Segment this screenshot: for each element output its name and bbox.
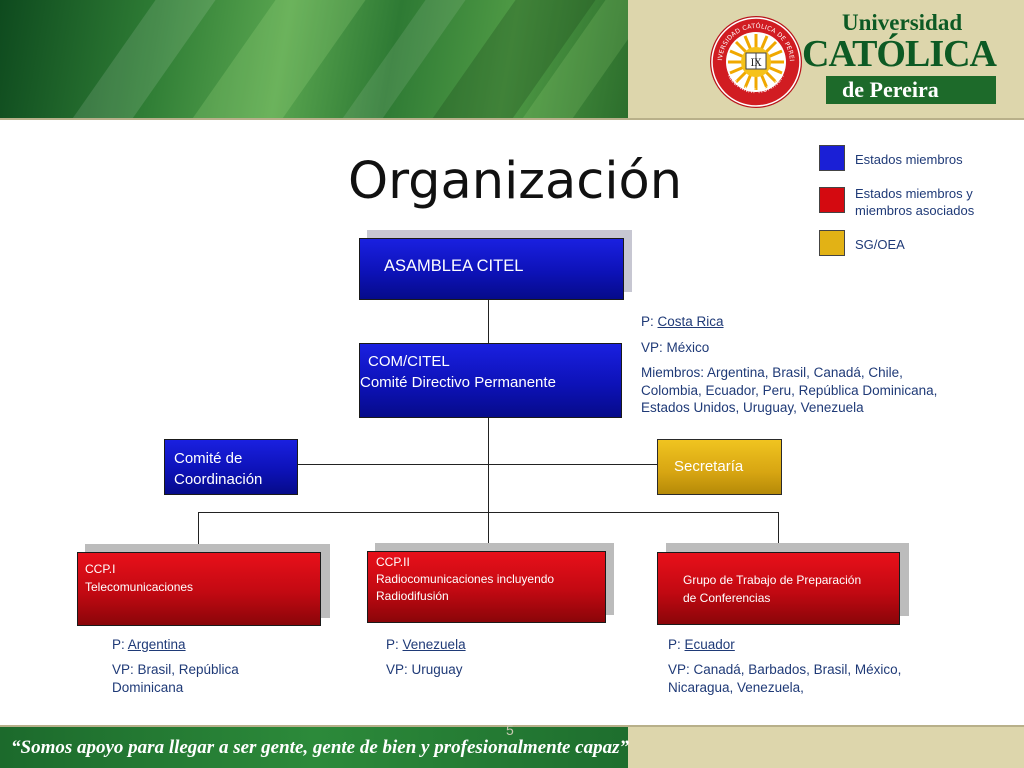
university-logo-text: Universidad CATÓLICA de Pereira: [802, 10, 1002, 106]
node-ccp1-line2: Telecomunicaciones: [85, 580, 194, 594]
legend-swatch-gold: [819, 230, 845, 256]
node-ccp2-line1: CCP.II: [376, 555, 410, 569]
node-com-citel: COM/CITEL Comité Directivo Permanente: [359, 343, 622, 418]
node-ccp1: CCP.I Telecomunicaciones: [77, 552, 321, 626]
legend-swatch-red: [819, 187, 845, 213]
connector-gtpc: [778, 512, 779, 552]
node-ccp2-line2: Radiocomunicaciones incluyendo: [376, 572, 555, 586]
node-ccp2: CCP.II Radiocomunicaciones incluyendo Ra…: [367, 551, 606, 623]
seal-center-glyph: ΙΧ: [750, 58, 762, 69]
ccp1-president-country-link[interactable]: Argentina: [127, 637, 186, 652]
ccp1-vp-line1: VP: Brasil, República: [112, 662, 239, 677]
gtpc-president: P: Ecuador: [668, 637, 735, 652]
com-vicepresident: VP: México: [641, 340, 710, 355]
gtpc-vp-line2: Nicaragua, Venezuela,: [668, 680, 804, 695]
connector-asamblea-com: [488, 300, 489, 344]
com-members-line3: Estados Unidos, Uruguay, Venezuela: [641, 400, 864, 415]
node-com-citel-line1: COM/CITEL: [368, 353, 450, 370]
node-coordinacion-line1: Comité de: [174, 450, 243, 467]
node-ccp1-line1: CCP.I: [85, 562, 116, 576]
com-members-line1: Miembros: Argentina, Brasil, Canadá, Chi…: [641, 365, 903, 380]
node-asamblea-label: ASAMBLEA CITEL: [384, 257, 524, 275]
footer-divider: [0, 725, 1024, 727]
com-president-country-link[interactable]: Costa Rica: [657, 314, 724, 329]
footer-banner-green: [0, 727, 628, 768]
node-comite-coordinacion: Comité de Coordinación: [164, 439, 298, 495]
connector-horizontal-ccp: [198, 512, 779, 513]
node-ccp2-line3: Radiodifusión: [376, 589, 449, 603]
logo-line-universidad: Universidad: [842, 10, 963, 35]
university-seal-icon: ΙΧ UNIVERSIDAD CATÓLICA DE PEREIRA ILLUM…: [708, 14, 802, 108]
logo-line-pereira-band: [826, 76, 996, 104]
ccp1-vp-line2: Dominicana: [112, 680, 184, 695]
header-banner-green: [0, 0, 628, 118]
ccp1-president: P: Argentina: [112, 637, 186, 652]
connector-com-ccp2: [488, 417, 489, 551]
legend-label-estados-miembros: Estados miembros: [855, 152, 963, 167]
page-number: 5: [506, 722, 514, 738]
node-gtpc-line1: Grupo de Trabajo de Preparación: [683, 573, 862, 587]
gtpc-vp-line1: VP: Canadá, Barbados, Brasil, México,: [668, 662, 902, 677]
ccp2-president-country-link[interactable]: Venezuela: [402, 637, 466, 652]
logo-line-catolica: CATÓLICA: [802, 33, 997, 75]
node-asamblea-citel: ASAMBLEA CITEL: [359, 238, 624, 300]
gtpc-president-country-link[interactable]: Ecuador: [684, 637, 735, 652]
page-title: Organización: [347, 152, 683, 211]
com-members-line2: Colombia, Ecuador, Peru, República Domin…: [641, 383, 938, 398]
node-secretaria-label: Secretaría: [674, 458, 744, 475]
connector-coordinacion-secretaria: [298, 464, 657, 465]
logo-line-pereira: de Pereira: [842, 77, 939, 102]
ccp2-vp-line1: VP: Uruguay: [386, 662, 463, 677]
legend-swatch-blue: [819, 145, 845, 171]
node-secretaria: Secretaría: [657, 439, 782, 495]
legend-label-sg-oea: SG/OEA: [855, 237, 905, 252]
connector-ccp1: [198, 512, 199, 552]
legend-label-miembros-asociados: Estados miembros y miembros asociados: [855, 186, 975, 218]
node-gtpc-line2: de Conferencias: [683, 591, 771, 605]
footer-banner-cream: [628, 727, 1024, 768]
node-grupo-trabajo: Grupo de Trabajo de Preparación de Confe…: [657, 552, 900, 625]
header-divider: [0, 118, 1024, 120]
ccp2-president: P: Venezuela: [386, 637, 466, 652]
node-com-citel-line2: Comité Directivo Permanente: [360, 374, 556, 391]
node-coordinacion-line2: Coordinación: [174, 471, 263, 488]
com-president: P: Costa Rica: [641, 314, 724, 329]
footer-motto: “Somos apoyo para llegar a ser gente, ge…: [11, 737, 629, 758]
